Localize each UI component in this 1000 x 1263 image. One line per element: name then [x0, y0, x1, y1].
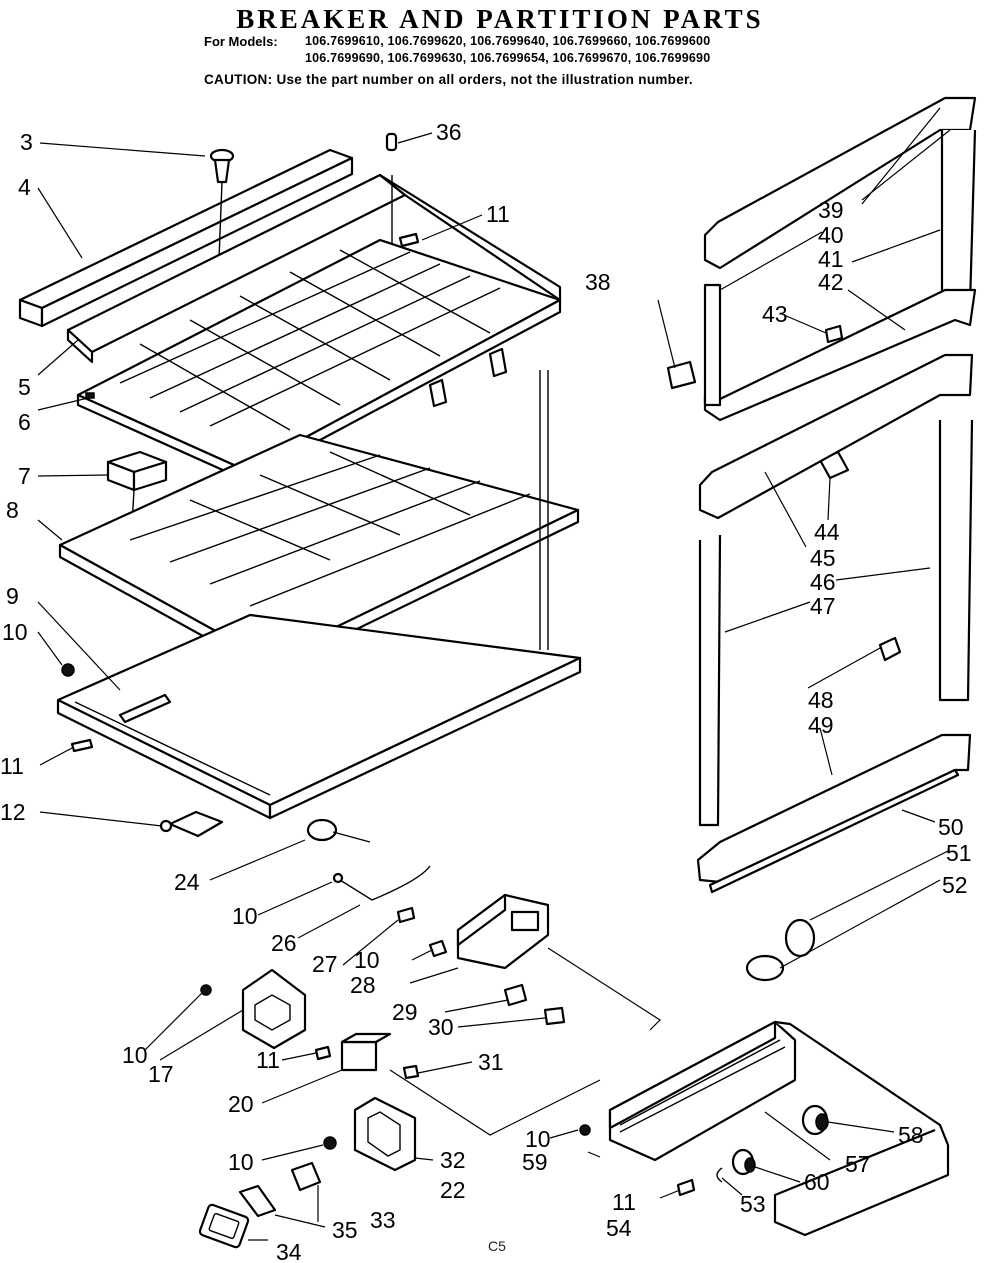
- label-30: 30: [428, 1014, 454, 1040]
- label-43: 43: [762, 301, 788, 327]
- label-22: 22: [440, 1177, 466, 1203]
- part-45-gasket-lower: [696, 353, 974, 884]
- part-11-pin: [398, 232, 420, 248]
- label-45: 45: [810, 545, 836, 571]
- label-34: 34: [276, 1239, 302, 1263]
- label-36: 36: [436, 119, 462, 145]
- label-9: 9: [6, 583, 19, 609]
- label-35: 35: [332, 1217, 358, 1243]
- part-trim-panel: [773, 1020, 950, 1237]
- part-51-bulb: [745, 918, 816, 982]
- label-48: 48: [808, 687, 834, 713]
- label-10: 10: [2, 619, 28, 645]
- label-10: 10: [228, 1149, 254, 1175]
- label-10: 10: [354, 947, 380, 973]
- label-38: 38: [585, 269, 611, 295]
- part-48-screw: [878, 636, 902, 662]
- label-12: 12: [0, 799, 26, 825]
- label-51: 51: [946, 840, 972, 866]
- label-3: 3: [20, 129, 33, 155]
- models-label: For Models:: [204, 34, 278, 49]
- part-9-bottom-tray: [56, 370, 582, 820]
- part-7-cover: [106, 450, 168, 561]
- label-32: 32: [440, 1147, 466, 1173]
- label-60: 60: [804, 1169, 830, 1195]
- label-59: 59: [522, 1149, 548, 1175]
- label-10: 10: [122, 1042, 148, 1068]
- part-29-bushing: [503, 983, 566, 1026]
- label-46: 46: [810, 569, 836, 595]
- part-58-knob: [801, 1104, 829, 1136]
- part-10-nut: [61, 663, 75, 677]
- footer-code: C5: [488, 1238, 506, 1254]
- diagram-title: BREAKER AND PARTITION PARTS: [236, 4, 764, 34]
- part-36-clip: [385, 132, 398, 152]
- part-11-screw: [70, 738, 94, 753]
- part-39-gasket-upper: [703, 96, 977, 422]
- label-8: 8: [6, 497, 19, 523]
- label-50: 50: [938, 814, 964, 840]
- label-6: 6: [18, 409, 31, 435]
- label-31: 31: [478, 1049, 504, 1075]
- label-47: 47: [810, 593, 836, 619]
- part-43-pin: [824, 324, 844, 344]
- label-11: 11: [0, 753, 24, 779]
- label-27: 27: [312, 951, 338, 977]
- label-28: 28: [350, 972, 376, 998]
- assembly-lines: [389, 947, 661, 1136]
- label-11: 11: [612, 1189, 636, 1215]
- label-10: 10: [232, 903, 258, 929]
- label-52: 52: [942, 872, 968, 898]
- part-17-bracket: [200, 968, 307, 1050]
- part-5-top-frame: [66, 173, 562, 364]
- label-33: 33: [370, 1207, 396, 1233]
- label-57: 57: [845, 1151, 871, 1177]
- part-20-control: [314, 1032, 420, 1080]
- label-11: 11: [256, 1047, 280, 1073]
- part-6-upper-grid-shelf: [76, 238, 562, 482]
- label-54: 54: [606, 1215, 632, 1241]
- label-7: 7: [18, 463, 31, 489]
- part-27-screw: [396, 906, 416, 924]
- part-50-strip: [708, 768, 960, 894]
- part-60-knob: [731, 1148, 756, 1176]
- label-39: 39: [818, 197, 844, 223]
- part-24-knob: [306, 818, 371, 843]
- label-49: 49: [808, 712, 834, 738]
- part-26-capillary: [332, 865, 431, 901]
- label-4: 4: [18, 174, 31, 200]
- leader-lines: [37, 107, 951, 1241]
- part-59-screw: [579, 1124, 696, 1197]
- label-58: 58: [898, 1122, 924, 1148]
- label-10: 10: [525, 1126, 551, 1152]
- part-28-housing: [428, 893, 550, 970]
- label-41: 41: [818, 246, 844, 272]
- part-33-switch: [238, 1161, 322, 1218]
- label-26: 26: [271, 930, 297, 956]
- label-40: 40: [818, 222, 844, 248]
- label-53: 53: [740, 1191, 766, 1217]
- models-line-1: 106.7699610, 106.7699620, 106.7699640, 1…: [305, 34, 711, 48]
- part-32-frame: [323, 1096, 417, 1172]
- label-44: 44: [814, 519, 840, 545]
- label-24: 24: [174, 869, 200, 895]
- part-57-control-panel: [608, 1020, 797, 1162]
- callout-labels: 3 36 4 11 5 6 7 8 9 10 11 12 24 10 26 27…: [0, 119, 972, 1263]
- label-42: 42: [818, 269, 844, 295]
- models-line-2: 106.7699690, 106.7699630, 106.7699654, 1…: [305, 51, 711, 65]
- part-34-bezel: [198, 1203, 250, 1249]
- label-29: 29: [392, 999, 418, 1025]
- part-38-clip: [666, 360, 697, 390]
- label-20: 20: [228, 1091, 254, 1117]
- part-4-breaker-strip: [18, 148, 354, 328]
- label-11: 11: [486, 201, 510, 227]
- part-12-hinge-clip: [159, 810, 224, 838]
- label-17: 17: [148, 1061, 174, 1087]
- label-5: 5: [18, 374, 31, 400]
- part-53-clip: [716, 1167, 723, 1183]
- caution-note: CAUTION: Use the part number on all orde…: [204, 72, 693, 87]
